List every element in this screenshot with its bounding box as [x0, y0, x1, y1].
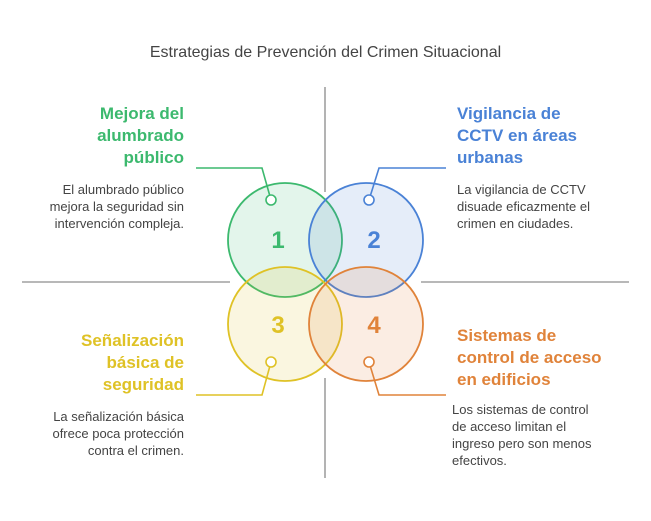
description-1-line-1: El alumbrado público — [62, 182, 184, 197]
description-3-line-2: ofrece poca protección — [52, 426, 184, 441]
diagram-title: Estrategias de Prevención del Crimen Sit… — [149, 44, 502, 61]
heading-3-line-3: seguridad — [102, 375, 184, 394]
connector-3-dot — [265, 356, 277, 368]
connector-2-dot — [363, 194, 375, 206]
heading-1-line-1: Mejora del — [99, 104, 184, 123]
number-3: 3 — [271, 312, 284, 339]
description-3: La señalización básica ofrece poca prote… — [20, 408, 184, 459]
circle-4 — [308, 266, 424, 382]
description-1-line-3: intervención compleja. — [54, 216, 184, 231]
description-3-line-3: contra el crimen. — [87, 443, 184, 458]
connector-1 — [196, 167, 272, 201]
connector-4-dot — [363, 356, 375, 368]
description-2-line-1: La vigilancia de CCTV — [457, 182, 586, 197]
circle-1 — [227, 182, 343, 298]
connector-4 — [368, 361, 446, 396]
heading-1-line-2: alumbrado — [97, 126, 184, 145]
connector-2 — [368, 167, 446, 201]
description-1: El alumbrado público mejora la seguridad… — [20, 181, 184, 232]
description-2-line-3: crimen en ciudades. — [457, 216, 574, 231]
heading-4-line-3: en edificios — [457, 370, 551, 389]
number-1: 1 — [271, 227, 284, 254]
heading-4-line-1: Sistemas de — [457, 326, 557, 345]
heading-4-line-2: control de acceso — [457, 348, 602, 367]
heading-3-line-2: básica de — [106, 353, 185, 372]
heading-3: Señalización básica de seguridad — [30, 330, 184, 396]
description-3-line-1: La señalización básica — [53, 409, 184, 424]
heading-2-line-2: CCTV en áreas — [457, 126, 577, 145]
heading-4: Sistemas de control de acceso en edifici… — [457, 325, 642, 391]
circle-3 — [227, 266, 343, 382]
heading-2: Vigilancia de CCTV en áreas urbanas — [457, 103, 637, 169]
connector-1-dot — [265, 194, 277, 206]
number-2: 2 — [367, 227, 380, 254]
heading-1: Mejora del alumbrado público — [40, 103, 184, 169]
description-4: Los sistemas de control de acceso limita… — [452, 401, 642, 469]
description-2: La vigilancia de CCTV disuade eficazment… — [457, 181, 637, 232]
description-4-line-3: ingreso pero son menos — [452, 436, 592, 451]
circle-2 — [308, 182, 424, 298]
description-2-line-2: disuade eficazmente el — [457, 199, 590, 214]
description-4-line-4: efectivos. — [452, 453, 507, 468]
connector-3 — [196, 361, 272, 396]
heading-2-line-1: Vigilancia de — [457, 104, 561, 123]
heading-2-line-3: urbanas — [457, 148, 524, 167]
description-1-line-2: mejora la seguridad sin — [49, 199, 184, 214]
description-4-line-2: de acceso limitan el — [452, 419, 567, 434]
description-4-line-1: Los sistemas de control — [452, 402, 589, 417]
heading-3-line-1: Señalización — [81, 331, 184, 350]
heading-1-line-3: público — [123, 148, 184, 167]
number-4: 4 — [367, 312, 381, 339]
